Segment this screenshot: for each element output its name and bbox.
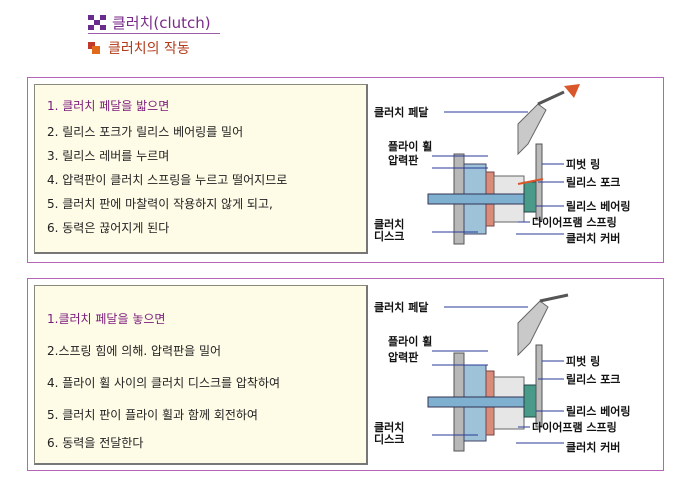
step-line: 1. 클러치 페달을 밟으면 (47, 99, 170, 113)
step-line: 2. 릴리스 포크가 릴리스 베어링를 밀어 (47, 125, 244, 139)
label-clutch-disc-1: 클러치 (374, 420, 404, 434)
label-clutch-pedal: 클러치 페달 (374, 300, 428, 314)
step-line: 5. 클러치 판이 플라이 휠과 함께 회전하여 (47, 408, 258, 422)
label-release-fork: 릴리스 포크 (566, 175, 620, 189)
clutch-diagram-disengaged: 클러치 페달 플라이 휠 압력판 피벗 링 릴리스 포크 릴리스 베어링 다이어… (368, 84, 658, 256)
step-line: 6. 동력을 전달한다 (47, 436, 144, 450)
label-clutch-cover: 클러치 커버 (566, 231, 620, 245)
clutch-disengage-panel: 1. 클러치 페달을 밟으면 2. 릴리스 포크가 릴리스 베어링를 밀어 3.… (27, 77, 664, 263)
subtitle-row: 클러치의 작동 (88, 38, 190, 58)
checker-icon (88, 14, 106, 31)
arrow-icon (564, 84, 580, 98)
clutch-engage-panel: 1.클러치 페달을 놓으면 2.스프링 힘에 의해. 압력판을 밀어 4. 플라… (27, 278, 664, 471)
step-line: 2.스프링 힘에 의해. 압력판을 밀어 (47, 344, 222, 358)
label-pivot-ring: 피벗 링 (566, 354, 600, 368)
label-diaphragm-spring: 다이어프램 스프링 (532, 420, 617, 434)
step-list-box: 1.클러치 페달을 놓으면 2.스프링 힘에 의해. 압력판을 밀어 4. 플라… (34, 285, 368, 465)
label-pivot-ring: 피벗 링 (566, 157, 600, 171)
label-release-bearing: 릴리스 베어링 (566, 199, 631, 213)
step-list-box: 1. 클러치 페달을 밟으면 2. 릴리스 포크가 릴리스 베어링를 밀어 3.… (34, 84, 368, 254)
page-subtitle: 클러치의 작동 (108, 41, 190, 57)
label-pressure-plate: 압력판 (388, 350, 418, 364)
step-line: 1.클러치 페달을 놓으면 (47, 312, 166, 326)
clutch-diagram-engaged: 클러치 페달 플라이 휠 압력판 피벗 링 릴리스 포크 릴리스 베어링 다이어… (368, 285, 658, 467)
label-release-bearing: 릴리스 베어링 (566, 404, 631, 418)
step-line: 3. 릴리스 레버를 누르며 (47, 149, 170, 163)
step-line: 4. 압력판이 클러치 스프링을 누르고 떨어지므로 (47, 173, 288, 187)
page-title: 클러치(clutch) (112, 14, 211, 32)
label-clutch-disc-2: 디스크 (374, 229, 404, 243)
step-line: 5. 클러치 판에 마찰력이 작용하지 않게 되고, (47, 197, 273, 211)
label-clutch-disc-2: 디스크 (374, 432, 404, 446)
title-underline (88, 33, 220, 34)
label-pressure-plate: 압력판 (388, 153, 418, 167)
page-title-row: 클러치(clutch) (88, 12, 211, 33)
label-flywheel: 플라이 휠 (388, 334, 432, 348)
label-clutch-cover: 클러치 커버 (566, 440, 620, 454)
label-release-fork: 릴리스 포크 (566, 372, 620, 386)
label-diaphragm-spring: 다이어프램 스프링 (532, 215, 617, 229)
label-clutch-disc-1: 클러치 (374, 217, 404, 231)
step-line: 4. 플라이 휠 사이의 클러치 디스크를 압착하여 (47, 376, 281, 390)
label-clutch-pedal: 클러치 페달 (374, 105, 428, 119)
label-flywheel: 플라이 휠 (388, 139, 432, 153)
square-bullet-icon (88, 42, 100, 54)
step-line: 6. 동력은 끊어지게 된다 (47, 221, 170, 235)
